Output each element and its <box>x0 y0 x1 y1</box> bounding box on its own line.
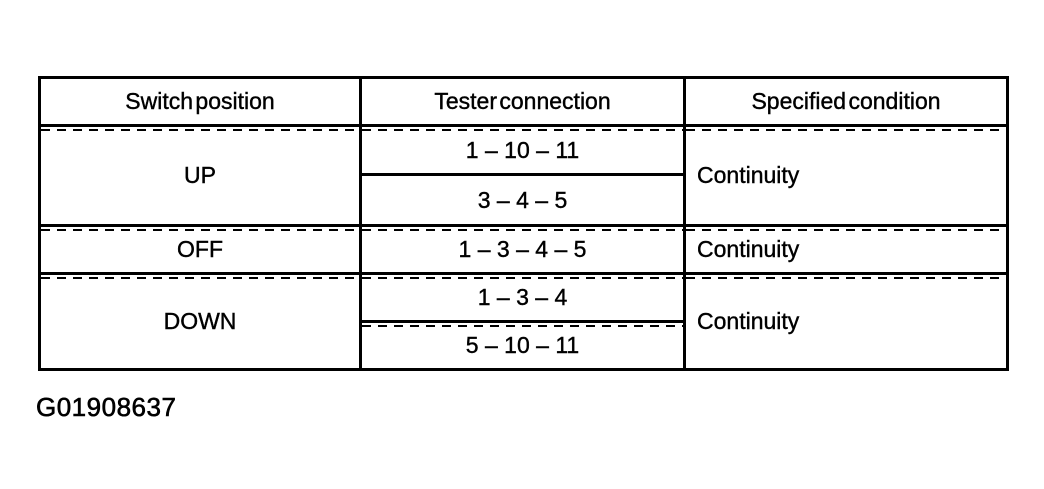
cell-specified-condition-down: Continuity <box>683 272 1009 371</box>
figure-id-label: G01908637 <box>36 392 177 423</box>
header-tester-connection: Tester connection <box>359 76 686 127</box>
cell-specified-condition-off: Continuity <box>683 224 1009 275</box>
header-specified-condition: Specified condition <box>683 76 1009 127</box>
table-row-up-2: 3 – 4 – 5 <box>40 173 1008 227</box>
cell-switch-position-down: DOWN <box>38 272 362 371</box>
cell-tester-connection-down-2: 5 – 10 – 11 <box>359 320 686 371</box>
cell-tester-connection-up-1: 1 – 10 – 11 <box>359 124 686 176</box>
continuity-spec-table: Switch position Tester connection Specif… <box>38 76 1009 371</box>
header-switch-position: Switch position <box>38 76 362 127</box>
table-row-off: OFF 1 – 3 – 4 – 5 Continuity <box>38 224 1009 275</box>
cell-switch-position-off: OFF <box>38 224 362 275</box>
table-header-row: Switch position Tester connection Specif… <box>38 76 1009 127</box>
cell-tester-connection-down-1: 1 – 3 – 4 <box>359 272 686 323</box>
cell-tester-connection-up-2: 3 – 4 – 5 <box>359 173 686 227</box>
cell-tester-connection-off: 1 – 3 – 4 – 5 <box>359 224 686 275</box>
table-row-down-1: DOWN 1 – 3 – 4 Continuity <box>38 272 1009 371</box>
cell-specified-condition-up: Continuity <box>683 124 1009 227</box>
cell-switch-position-up: UP <box>38 124 362 227</box>
table-row-up-1: UP 1 – 10 – 11 Continuity <box>38 124 1009 227</box>
table-row-down-2: 5 – 10 – 11 <box>40 320 1008 371</box>
